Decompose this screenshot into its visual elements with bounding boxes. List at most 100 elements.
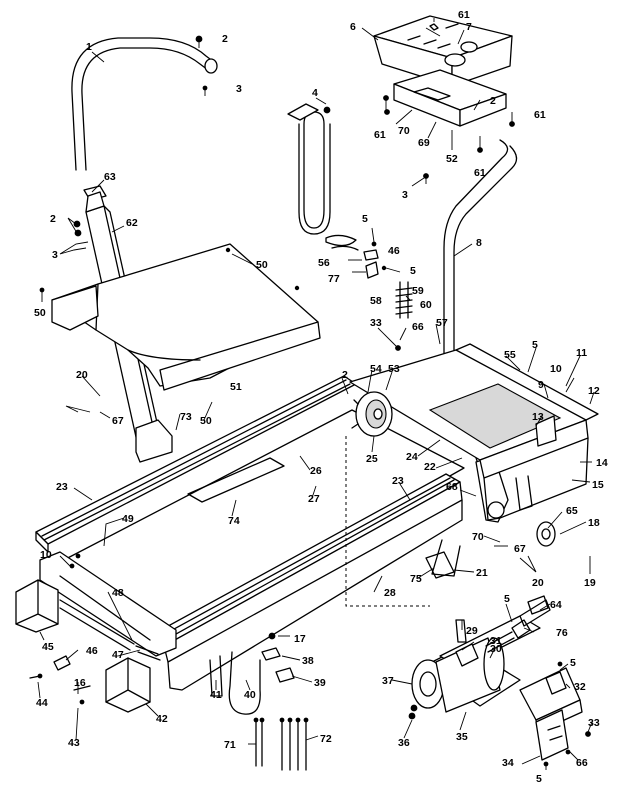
callout-c10a: 10 [550, 363, 562, 375]
callout-c38: 38 [302, 655, 314, 667]
callout-c17: 17 [294, 633, 306, 645]
callout-c61a: 61 [458, 9, 470, 21]
callout-c5d: 5 [504, 593, 510, 605]
callout-c66a: 66 [412, 321, 424, 333]
callout-c33a: 33 [370, 317, 382, 329]
callout-c1: 1 [86, 41, 92, 53]
callout-c8: 8 [476, 237, 482, 249]
callout-c45: 45 [42, 641, 54, 653]
callout-c2c: 2 [50, 213, 56, 225]
small-hardware-center [325, 227, 413, 351]
callout-c23a: 23 [56, 481, 68, 493]
callout-c46: 46 [388, 245, 400, 257]
callout-c76: 76 [556, 627, 568, 639]
callout-c3b: 3 [402, 189, 408, 201]
callout-c18: 18 [588, 517, 600, 529]
console-assembly [373, 15, 515, 184]
callout-c31: 31 [490, 635, 502, 647]
callout-c52: 52 [446, 153, 458, 165]
callout-c69: 69 [418, 137, 430, 149]
motor-hood [39, 243, 321, 391]
callout-c12: 12 [588, 385, 600, 397]
callout-c61b: 61 [374, 129, 386, 141]
callout-c13: 13 [532, 411, 544, 423]
callout-c46b: 46 [86, 645, 98, 657]
callout-c74: 74 [228, 515, 240, 527]
callout-c51: 51 [230, 381, 242, 393]
callout-c32: 32 [574, 681, 586, 693]
callout-c19: 19 [584, 577, 596, 589]
callout-c39: 39 [314, 677, 326, 689]
callout-c11: 11 [576, 347, 587, 359]
front-pulley [351, 391, 393, 437]
callout-c54: 54 [370, 363, 382, 375]
callout-c73: 73 [180, 411, 192, 423]
callout-c2b: 2 [490, 95, 496, 107]
treadmill-frame [35, 343, 599, 715]
leader-lines [37, 27, 595, 770]
callout-c26: 26 [310, 465, 322, 477]
callout-c22: 22 [424, 461, 436, 473]
callout-c63: 63 [104, 171, 116, 183]
callout-c36: 36 [398, 737, 410, 749]
callout-c28: 28 [384, 587, 396, 599]
callout-c48: 48 [112, 587, 124, 599]
callout-c64: 64 [550, 599, 562, 611]
callout-c60: 60 [420, 299, 432, 311]
loose-bolts [253, 717, 309, 771]
callout-c5e: 5 [570, 657, 576, 669]
callout-c35: 35 [456, 731, 468, 743]
callout-c25: 25 [366, 453, 378, 465]
callout-c77: 77 [328, 273, 340, 285]
callout-c53: 53 [388, 363, 400, 375]
callout-c70a: 70 [398, 125, 410, 137]
callout-c42: 42 [156, 713, 168, 725]
callout-c4: 4 [312, 87, 318, 99]
callout-c65: 65 [566, 505, 578, 517]
callout-c75: 75 [410, 573, 422, 585]
callout-c72: 72 [320, 733, 332, 745]
callout-c23b: 23 [392, 475, 404, 487]
callout-c5a: 5 [362, 213, 368, 225]
callout-c71: 71 [224, 739, 236, 751]
callout-c33b: 33 [588, 717, 600, 729]
callout-c44: 44 [36, 697, 48, 709]
callout-c47: 47 [112, 649, 124, 661]
callout-c5b: 5 [410, 265, 416, 277]
left-handrail [71, 35, 218, 171]
callout-c20b: 20 [532, 577, 544, 589]
callout-c68: 68 [446, 481, 458, 493]
callout-c2d: 2 [342, 369, 348, 381]
callout-c50a: 50 [256, 259, 268, 271]
callout-c7: 7 [466, 21, 472, 33]
callout-c9: 9 [538, 379, 544, 391]
assembly-line [345, 436, 430, 607]
callout-c67a: 67 [112, 415, 124, 427]
callout-c56: 56 [318, 257, 330, 269]
callout-c41: 41 [210, 689, 222, 701]
callout-c50c: 50 [200, 415, 212, 427]
callout-c24: 24 [406, 451, 418, 463]
callout-c21: 21 [476, 567, 488, 579]
callout-c37: 37 [382, 675, 394, 687]
callout-c10b: 10 [40, 549, 52, 561]
callout-c2a: 2 [222, 33, 228, 45]
callout-c20a: 20 [76, 369, 88, 381]
callout-c34: 34 [502, 757, 514, 769]
callout-c15: 15 [592, 479, 604, 491]
callout-c5c: 5 [532, 339, 538, 351]
callout-c58: 58 [370, 295, 382, 307]
callout-c43: 43 [68, 737, 80, 749]
callout-c6: 6 [350, 21, 356, 33]
drive-motor-assembly [408, 599, 591, 767]
callout-c3c: 3 [52, 249, 58, 261]
callout-c5f: 5 [536, 773, 542, 785]
callout-c62: 62 [126, 217, 138, 229]
callout-c55: 55 [504, 349, 516, 361]
callout-c49: 49 [122, 513, 134, 525]
callout-c61c: 61 [534, 109, 546, 121]
motor-plate-grid [428, 383, 562, 449]
callout-c61d: 61 [474, 167, 486, 179]
callout-c16: 16 [74, 677, 86, 689]
